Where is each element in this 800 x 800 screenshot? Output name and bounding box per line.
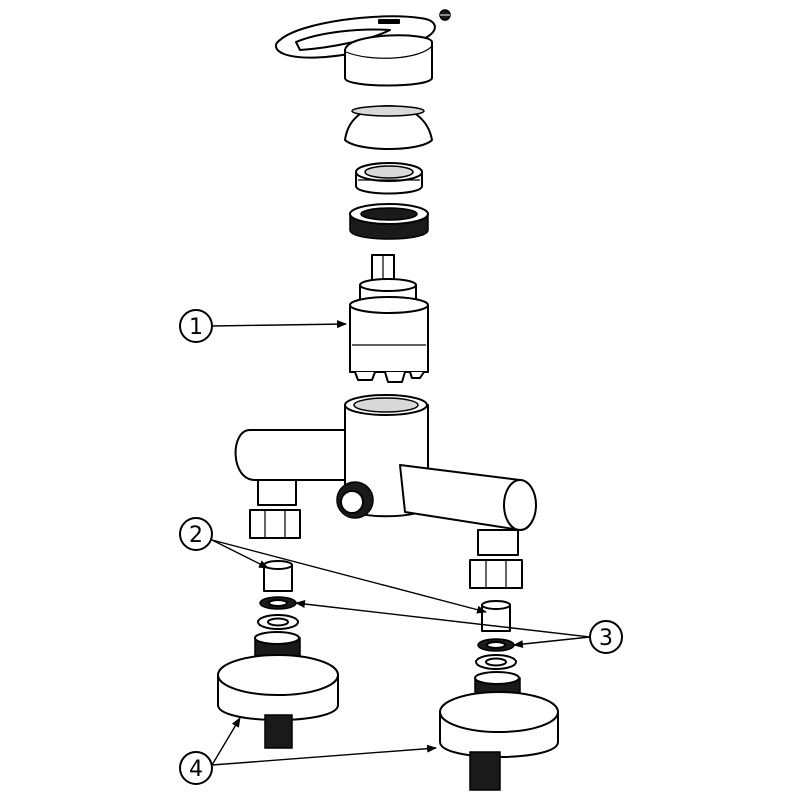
leader-2a bbox=[211, 539, 269, 569]
threaded-ring bbox=[355, 162, 423, 195]
callout-3-label: 3 bbox=[599, 626, 613, 651]
left-seal bbox=[259, 596, 297, 610]
right-washer bbox=[475, 654, 517, 670]
left-insert bbox=[263, 560, 293, 592]
leader-2b bbox=[211, 539, 487, 614]
left-outlet-nut bbox=[249, 479, 301, 539]
left-washer bbox=[257, 614, 299, 630]
lock-nut bbox=[349, 203, 429, 240]
leader-3b bbox=[513, 636, 591, 649]
side-port bbox=[336, 481, 374, 519]
leader-3a bbox=[295, 600, 591, 638]
left-eccentric-connector bbox=[217, 631, 339, 749]
dome-cap bbox=[344, 105, 433, 150]
callout-1: 1 bbox=[179, 309, 213, 343]
leader-4a bbox=[211, 717, 241, 766]
leader-1 bbox=[211, 320, 347, 329]
callout-2: 2 bbox=[179, 517, 213, 551]
leader-4b bbox=[211, 744, 437, 766]
callout-4-label: 4 bbox=[189, 757, 203, 782]
cartridge bbox=[349, 254, 429, 383]
screw-icon bbox=[439, 9, 451, 21]
callout-4: 4 bbox=[179, 751, 213, 785]
right-seal bbox=[477, 638, 515, 652]
right-outlet-nut bbox=[469, 529, 523, 589]
right-eccentric-connector bbox=[439, 671, 559, 791]
callout-1-label: 1 bbox=[189, 315, 203, 340]
callout-2-label: 2 bbox=[189, 523, 203, 548]
lever-handle bbox=[274, 15, 436, 87]
brand-label bbox=[378, 19, 400, 24]
mixer-body bbox=[234, 394, 537, 531]
callout-3: 3 bbox=[589, 620, 623, 654]
